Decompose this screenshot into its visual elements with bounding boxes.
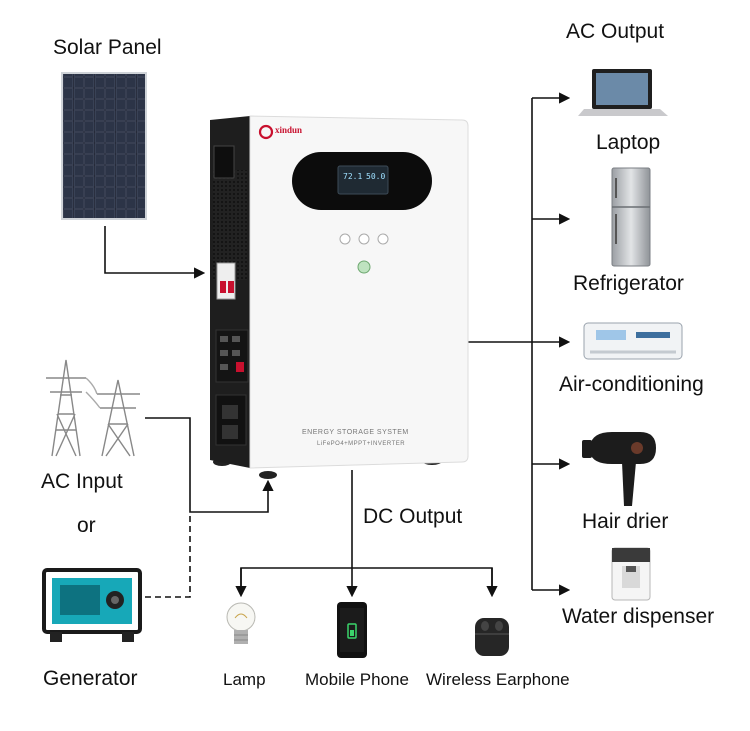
generator-link-line (145, 514, 191, 598)
wireless-earphone-label: Wireless Earphone (426, 670, 570, 689)
dc-output-bus-line (240, 567, 493, 595)
brand-logo-text: xindun (275, 125, 303, 135)
solar-panel-label: Solar Panel (53, 36, 162, 59)
display-right-value: 50.0 (366, 172, 386, 181)
water-dispenser-label: Water dispenser (562, 605, 715, 628)
hair-drier-icon (582, 432, 656, 506)
generator-icon (42, 568, 142, 642)
lamp-icon (226, 602, 256, 644)
laptop-label: Laptop (596, 131, 661, 154)
or-label: or (77, 514, 96, 537)
dc-output-heading: DC Output (363, 505, 463, 528)
hair-drier-label: Hair drier (582, 510, 669, 533)
air-conditioning-label: Air-conditioning (559, 373, 704, 396)
air-conditioner-icon (583, 322, 683, 360)
water-dispenser-icon (611, 547, 651, 601)
ac-output-heading: AC Output (566, 20, 665, 43)
refrigerator-label: Refrigerator (573, 272, 684, 295)
display-left-value: 72.1 (343, 172, 363, 181)
connection-lines (104, 92, 571, 598)
unit-title: ENERGY STORAGE SYSTEM (302, 429, 409, 436)
ac-input-label: AC Input (41, 470, 123, 493)
laptop-icon (578, 69, 668, 116)
generator-label: Generator (43, 667, 138, 690)
ac-input-link-line (145, 417, 274, 513)
lamp-label: Lamp (223, 670, 266, 689)
power-tower-icon (46, 359, 140, 457)
refrigerator-icon (611, 167, 651, 267)
solar-link-line (104, 226, 206, 279)
mobile-phone-icon (337, 602, 367, 658)
ac-output-bus-line (468, 98, 533, 590)
solar-panel-icon (61, 72, 147, 220)
energy-storage-unit (210, 115, 469, 479)
unit-subtitle: LiFePO4+MPPT+INVERTER (317, 441, 406, 447)
mobile-phone-label: Mobile Phone (305, 670, 409, 689)
wireless-earphone-icon (475, 618, 509, 656)
